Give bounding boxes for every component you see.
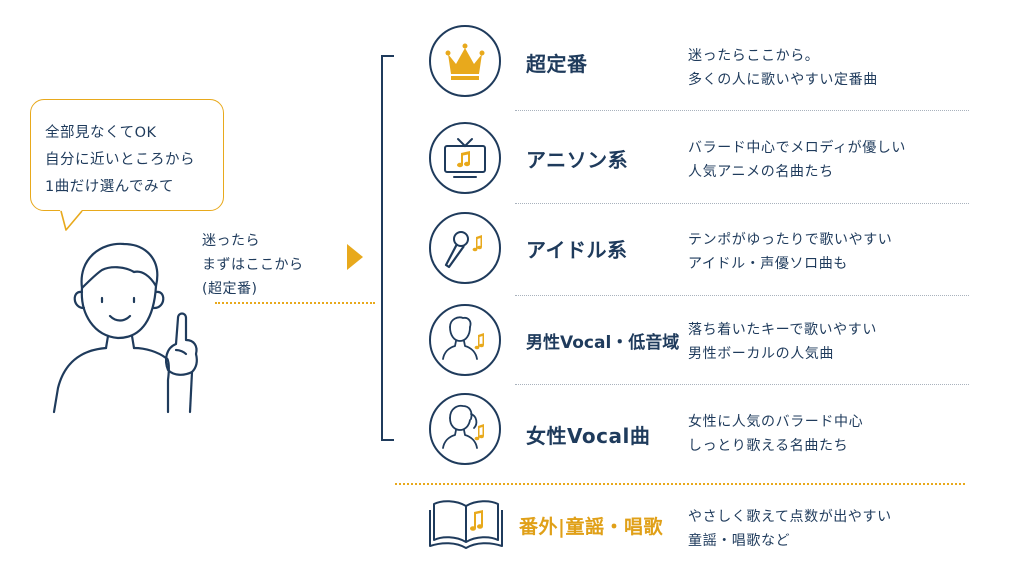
bubble-line-1: 全部見なくてOK: [45, 125, 157, 141]
separator: [515, 295, 969, 296]
category-desc-idol: テンポがゆったりで歌いやすい アイドル・声優ソロ曲も: [688, 232, 893, 272]
male-singer-icon: [429, 304, 501, 376]
category-title-idol: アイドル系: [526, 238, 628, 262]
bonus-title: 番外|童謡・唱歌: [519, 516, 663, 538]
bubble-line-2: 自分に近いところから: [45, 152, 195, 168]
category-desc-anisong: バラード中心でメロディが優しい 人気アニメの名曲たち: [688, 140, 907, 180]
bracket: [381, 55, 394, 441]
category-desc-female-vocal: 女性に人気のバラード中心 しっとり歌える名曲たち: [688, 414, 864, 454]
speech-bubble: 全部見なくてOK 自分に近いところから 1曲だけ選んでみて: [30, 99, 224, 211]
female-singer-icon: [429, 393, 501, 465]
category-desc-standard: 迷ったらここから。 多くの人に歌いやすい定番曲: [688, 48, 878, 88]
category-desc-male-vocal: 落ち着いたキーで歌いやすい 男性ボーカルの人気曲: [688, 322, 877, 362]
category-title-male-vocal: 男性Vocal・低音域: [526, 333, 680, 353]
songbook-icon: [429, 500, 503, 549]
lead-underline: [215, 302, 375, 304]
category-title-standard: 超定番: [526, 52, 588, 76]
category-title-anisong: アニソン系: [526, 148, 629, 172]
tv-music-icon: [429, 122, 501, 194]
separator: [515, 384, 969, 385]
microphone-icon: [429, 212, 501, 284]
lead-line-1: 迷ったら: [202, 233, 260, 249]
category-title-female-vocal: 女性Vocal曲: [526, 424, 651, 448]
right-arrow-icon: [347, 244, 363, 270]
bonus-divider: [395, 483, 965, 485]
separator: [515, 203, 969, 204]
lead-text: 迷ったら まずはここから (超定番): [202, 229, 342, 301]
separator: [515, 110, 969, 111]
bubble-tail: [60, 210, 83, 231]
pointing-person-illustration: [52, 242, 198, 414]
lead-line-2: まずはここから: [202, 257, 304, 273]
bubble-line-3: 1曲だけ選んでみて: [45, 179, 174, 195]
bonus-desc: やさしく歌えて点数が出やすい 童謡・唱歌など: [688, 509, 892, 549]
lead-line-3: (超定番): [202, 281, 258, 297]
crown-icon: [429, 25, 501, 97]
